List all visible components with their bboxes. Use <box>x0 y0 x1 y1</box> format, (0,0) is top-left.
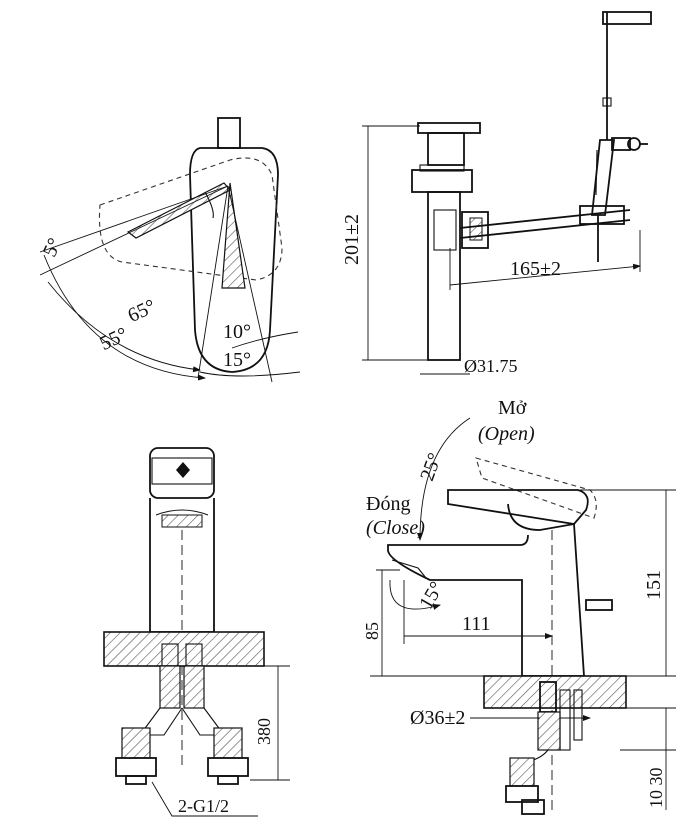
hose-right <box>183 665 205 709</box>
waste-tail-pipe <box>427 191 461 361</box>
angle-25-label: 25° <box>416 450 446 484</box>
label-15deg: 15° <box>223 349 251 371</box>
height-dim-label: 201±2 <box>341 214 363 265</box>
hose-left <box>159 665 181 709</box>
body-outline <box>189 147 279 373</box>
arc-10 <box>231 331 299 349</box>
supply-height-label: 380 <box>254 718 274 745</box>
hole-dim-label: Ø36±2 <box>410 707 465 729</box>
counter-top-side <box>483 675 627 709</box>
label-5deg: 5° <box>39 235 67 261</box>
thumb-screw <box>611 137 631 151</box>
pop-up-waste-view: 201±2 165±2 <box>341 11 652 376</box>
supply-hose-side <box>537 711 561 751</box>
close-label-en: (Close) <box>366 517 425 539</box>
lever-pivot-arc <box>204 191 214 219</box>
body-height-label: 151 <box>643 570 665 600</box>
angle-valve-side <box>509 757 535 787</box>
label-65deg: 65° <box>124 295 159 327</box>
faucet-head <box>149 447 215 499</box>
open-arc <box>417 417 471 541</box>
angle-valve-left <box>121 727 151 759</box>
lever-arm <box>126 182 231 239</box>
top-view-handle-rotation: 5° 65° 55° 10° 15° <box>39 117 301 383</box>
waste-nut <box>411 169 473 193</box>
waste-body-upper <box>427 132 465 166</box>
rod-dim-label: 165±2 <box>510 258 561 280</box>
rotated-handle-outline <box>98 157 283 281</box>
pivot-connector <box>461 211 489 249</box>
faucet-body-side <box>387 503 585 677</box>
diameter-dim-label: Ø31.75 <box>464 356 518 376</box>
spout-height-label: 85 <box>362 622 382 640</box>
thread-label: 2-G1/2 <box>178 796 229 816</box>
bottom-dims-label: 10 30 <box>646 768 666 809</box>
faucet-logo-icon <box>176 462 190 478</box>
aerator <box>161 514 203 528</box>
angle-line-d <box>227 185 273 383</box>
pop-up-knob <box>585 599 613 611</box>
arc-55 <box>47 281 201 373</box>
open-handle-outline <box>475 457 597 519</box>
thread-leader <box>151 781 258 817</box>
angle-15-label: 15° <box>415 578 448 613</box>
waste-flange <box>417 122 481 134</box>
open-label: Mở <box>498 397 527 419</box>
angle-line-b <box>39 185 229 276</box>
handle-stem <box>217 117 241 149</box>
reach-dim-label: 111 <box>462 613 491 635</box>
arc-15 <box>199 371 301 377</box>
lift-rod-knob <box>602 11 652 25</box>
close-label: Đóng <box>366 493 410 515</box>
lift-strap <box>590 139 616 216</box>
faucet-handle <box>447 489 589 525</box>
label-55deg: 55° <box>96 323 131 355</box>
angle-line-a <box>39 185 229 253</box>
label-10deg: 10° <box>223 321 251 343</box>
rod-dim-line <box>449 263 641 286</box>
arc-65 <box>43 254 206 381</box>
angle-valve-right <box>213 727 243 759</box>
front-view: 380 2-G1/2 <box>103 447 290 817</box>
rod-clip <box>579 205 625 225</box>
lever-section <box>221 182 246 289</box>
open-label-en: (Open) <box>478 423 535 445</box>
side-view: Mở (Open) Đóng (Close) 25° 15° 85 111 15… <box>362 397 676 815</box>
angle-line-c <box>197 185 229 379</box>
counter-top-front <box>103 631 265 667</box>
close-arc <box>389 579 441 610</box>
pivot-rod <box>459 209 631 229</box>
